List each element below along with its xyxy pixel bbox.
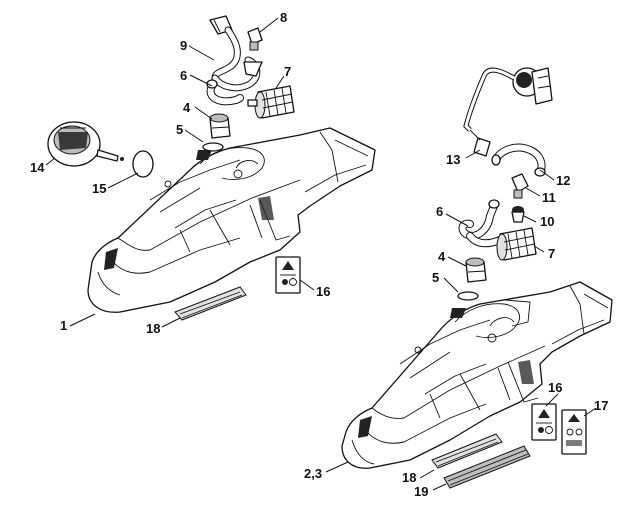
right-hose-12 <box>491 143 546 177</box>
left-sticker-strip <box>174 286 247 321</box>
right-label-19: 19 <box>414 484 428 499</box>
right-fuel-line-13 <box>463 67 553 157</box>
right-label-2-3: 2,3 <box>304 466 322 481</box>
left-label-8: 8 <box>280 10 287 25</box>
right-label-12: 12 <box>556 173 570 188</box>
left-tank-housing <box>87 127 376 313</box>
right-label-4: 4 <box>438 249 446 264</box>
left-valve-4 <box>209 113 231 139</box>
left-component-14 <box>47 121 124 167</box>
right-plug-10 <box>511 206 525 223</box>
left-o-ring-15 <box>132 150 154 178</box>
right-tank-housing <box>341 281 613 469</box>
left-label-18: 18 <box>146 321 160 336</box>
right-leader-lines <box>325 149 597 491</box>
right-label-7: 7 <box>548 246 555 261</box>
right-label-10: 10 <box>540 214 554 229</box>
right-o-ring-5 <box>457 291 479 301</box>
right-label-18: 18 <box>402 470 416 485</box>
left-filter-7 <box>247 85 295 119</box>
right-label-5: 5 <box>432 270 439 285</box>
right-sticker-strip-18 <box>431 433 503 469</box>
right-valve-4 <box>465 257 487 283</box>
right-label-11: 11 <box>542 190 556 205</box>
right-warning-label-17 <box>561 409 587 455</box>
left-leader-lines <box>45 17 315 328</box>
right-label-6: 6 <box>436 204 443 219</box>
left-label-14: 14 <box>30 160 45 175</box>
right-warning-label-16 <box>531 403 557 441</box>
right-part-labels: 2,3 4 5 6 7 10 11 12 13 16 17 18 19 <box>304 152 608 499</box>
right-fitting-11 <box>511 173 529 199</box>
left-label-7: 7 <box>284 64 291 79</box>
left-assembly: 1 4 5 6 7 8 9 14 15 16 18 <box>30 10 376 336</box>
right-label-17: 17 <box>594 398 608 413</box>
left-o-ring-5 <box>202 142 224 152</box>
left-label-16: 16 <box>316 284 330 299</box>
left-warning-label <box>275 256 301 294</box>
left-part-labels: 1 4 5 6 7 8 9 14 15 16 18 <box>30 10 330 336</box>
left-label-15: 15 <box>92 181 106 196</box>
left-label-4: 4 <box>183 100 191 115</box>
left-fuel-hose <box>206 15 263 106</box>
left-label-9: 9 <box>180 38 187 53</box>
left-fitting-8 <box>247 27 263 51</box>
right-label-13: 13 <box>446 152 460 167</box>
right-assembly: 2,3 4 5 6 7 10 11 12 13 16 17 18 19 <box>304 67 613 499</box>
right-sticker-strip-19 <box>443 445 531 489</box>
right-label-16: 16 <box>548 380 562 395</box>
left-label-1: 1 <box>60 318 67 333</box>
left-label-5: 5 <box>176 122 183 137</box>
right-fuel-hose-6 <box>458 199 504 248</box>
left-label-6: 6 <box>180 68 187 83</box>
right-filter-7 <box>496 227 537 261</box>
